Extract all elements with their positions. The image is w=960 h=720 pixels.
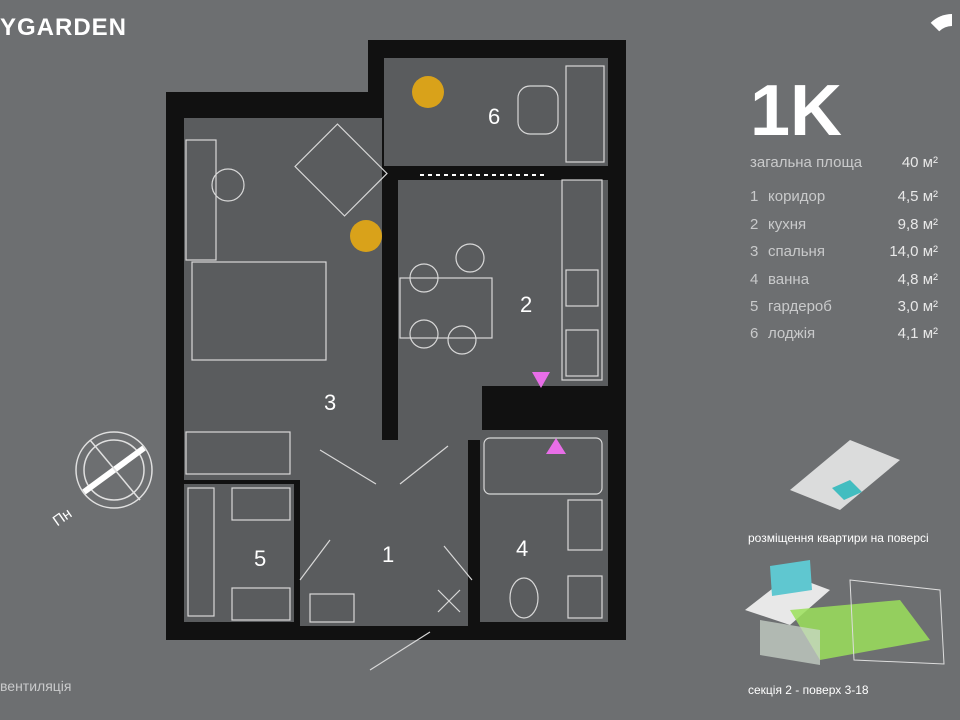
room-label-3: 3 [324,390,336,415]
total-area-label: загальна площа [750,154,863,171]
plant-icon [412,76,444,108]
section-caption: секція 2 - поверх 3-18 [748,683,869,697]
total-area-value: 40 м² [901,154,938,171]
room-row: 1 коридор 4,5 м² [750,188,938,205]
marker-down-icon [532,372,550,388]
bed [191,261,327,361]
bathtub [483,437,603,495]
room-num: 3 [750,243,759,260]
chair [211,168,245,202]
room-num: 4 [750,271,759,288]
floor-minimap [790,440,900,510]
total-area-row: загальна площа 40 м² [750,154,938,171]
compass-icon [75,431,153,509]
room-kitchen [398,180,608,386]
room-name: лоджія [768,325,816,342]
stove [565,269,599,307]
room-row: 5 гардероб 3,0 м² [750,298,938,315]
room-label-6: 6 [488,104,500,129]
room-num: 6 [750,325,759,342]
compass-label: Пн [50,505,75,530]
room-area: 4,8 м² [897,271,938,288]
toilet [509,577,539,619]
marker-up-icon [546,438,566,454]
loggia-shelf [565,65,605,163]
washing-machine [567,575,603,619]
wall [486,390,608,426]
room-row: 6 лоджія 4,1 м² [750,325,938,342]
room-bedroom [184,118,382,480]
room-row: 4 ванна 4,8 м² [750,271,938,288]
room-name: спальня [768,243,825,260]
room-corridor [398,386,482,440]
room-label-4: 4 [516,536,528,561]
room-name: коридор [768,188,826,205]
room-name: ванна [768,271,810,288]
room-bath [480,430,608,622]
room-label-5: 5 [254,546,266,571]
room-name: кухня [768,216,807,233]
plant-icon [350,220,382,252]
sink [565,329,599,377]
room-label-1: 1 [382,542,394,567]
room-num: 1 [750,188,759,205]
room-row: 3 спальня 14,0 м² [750,243,938,260]
room-name: гардероб [768,298,832,315]
wardrobe-rack [187,487,215,617]
loggia-chair [517,85,559,135]
room-area: 14,0 м² [889,243,938,260]
room-num: 5 [750,298,759,315]
room-wardrobe [184,484,294,622]
floor-caption: розміщення квартири на поверсі [748,531,929,545]
apartment-type: 1K [750,71,843,151]
room-num: 2 [750,216,759,233]
room-loggia [384,58,608,166]
room-row: 2 кухня 9,8 м² [750,216,938,233]
room-corridor [300,440,468,626]
legend-ventilation: вентиляція [0,678,72,694]
desk [185,139,217,261]
armchair [294,123,388,217]
kitchen-counter [561,179,603,381]
room-area: 4,1 м² [897,325,938,342]
section-3d-view [745,560,945,665]
room-area: 9,8 м² [897,216,938,233]
washbasin [567,499,603,551]
room-area: 3,0 м² [897,298,938,315]
brand-logo: YGARDEN [0,14,128,41]
dining-table [399,277,493,339]
wardrobe-shelf [185,431,291,475]
room-area: 4,5 м² [897,188,938,205]
room-label-2: 2 [520,292,532,317]
